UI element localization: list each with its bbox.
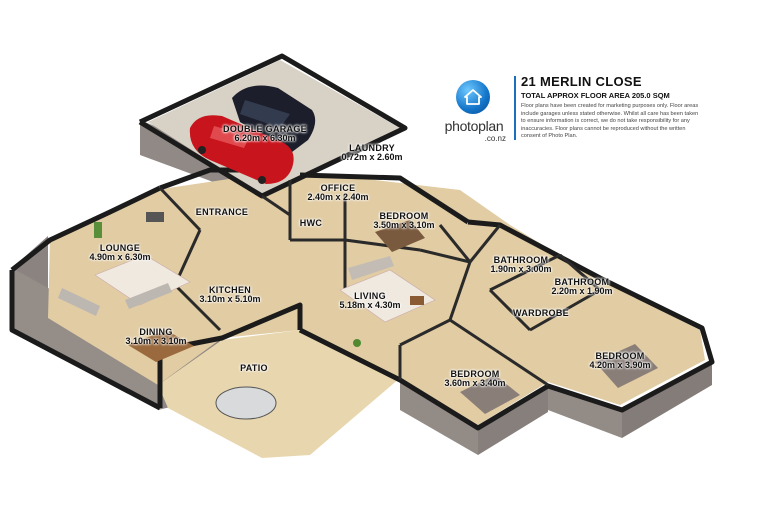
disclaimer: Floor plans have been created for market… xyxy=(521,103,699,140)
floor-area: TOTAL APPROX FLOOR AREA 205.0 SQM xyxy=(521,91,670,100)
room-label-wardrobe: WARDROBE xyxy=(513,308,569,318)
room-label-bedroom-2: BEDROOM 3.60m x 3.40m xyxy=(444,369,506,389)
photoplan-logo: photoplan .co.nz xyxy=(442,74,514,144)
room-label-bathroom-1: BATHROOM 1.90m x 3.00m xyxy=(490,255,552,275)
room-label-hwc: HWC xyxy=(299,218,323,228)
room-label-laundry: LAUNDRY 0.72m x 2.60m xyxy=(341,143,403,163)
room-label-entrance: ENTRANCE xyxy=(195,207,249,217)
wall-tops xyxy=(9,53,715,431)
room-label-office: OFFICE 2.40m x 2.40m xyxy=(307,183,369,203)
room-label-bedroom-1: BEDROOM 3.50m x 3.10m xyxy=(373,211,435,231)
room-label-dining: DINING 3.10m x 3.10m xyxy=(125,327,187,347)
garage-cars xyxy=(189,85,316,184)
room-label-double-garage: DOUBLE GARAGE 6.20m x 6.30m xyxy=(223,124,307,144)
room-label-lounge: LOUNGE 4.90m x 6.30m xyxy=(89,243,151,263)
header-divider xyxy=(514,76,516,140)
brand-domain: .co.nz xyxy=(484,134,506,143)
brand-name: photoplan xyxy=(444,118,504,134)
room-label-bedroom-3: BEDROOM 4.20m x 3.90m xyxy=(589,351,651,371)
property-info: 21 MERLIN CLOSE TOTAL APPROX FLOOR AREA … xyxy=(521,74,701,141)
room-label-living: LIVING 5.18m x 4.30m xyxy=(339,291,401,311)
room-label-bathroom-2: BATHROOM 2.20m x 1.90m xyxy=(551,277,613,297)
house-logo-icon xyxy=(456,80,490,114)
room-label-patio: PATIO xyxy=(240,363,268,373)
interior-walls xyxy=(158,180,601,387)
furniture xyxy=(58,212,658,420)
room-label-kitchen: KITCHEN 3.10m x 5.10m xyxy=(199,285,261,305)
property-address: 21 MERLIN CLOSE xyxy=(521,74,642,89)
